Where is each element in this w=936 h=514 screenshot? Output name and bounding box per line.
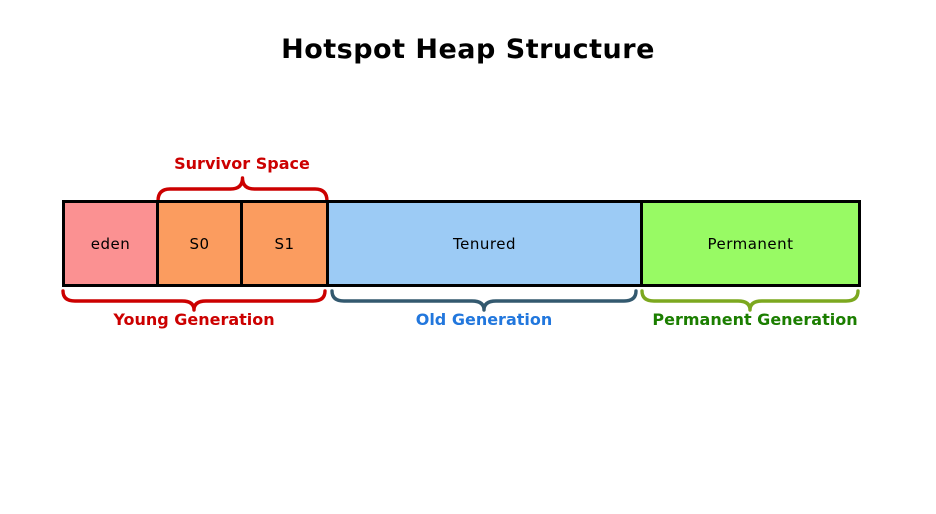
- segment-eden-label: eden: [90, 234, 131, 253]
- diagram-title: Hotspot Heap Structure: [281, 34, 655, 65]
- segment-tenured-label: Tenured: [453, 234, 516, 253]
- old-generation-brace: [330, 289, 638, 312]
- permanent-generation-brace: [640, 289, 860, 312]
- old-generation-label: Old Generation: [415, 310, 553, 329]
- young-generation-brace: [61, 289, 327, 312]
- segment-permanent: Permanent: [643, 203, 858, 284]
- permanent-generation-label: Permanent Generation: [652, 310, 858, 329]
- segment-s1: S1: [243, 203, 329, 284]
- young-generation-label: Young Generation: [113, 310, 275, 329]
- survivor-space-label: Survivor Space: [174, 154, 310, 173]
- segment-eden: eden: [65, 203, 159, 284]
- segment-tenured: Tenured: [329, 203, 643, 284]
- segment-s0: S0: [159, 203, 243, 284]
- segment-permanent-label: Permanent: [707, 234, 794, 253]
- segment-s0-label: S0: [189, 234, 210, 253]
- survivor-space-brace: [156, 176, 329, 203]
- segment-s1-label: S1: [274, 234, 295, 253]
- heap-bar: eden S0 S1 Tenured Permanent: [62, 200, 861, 287]
